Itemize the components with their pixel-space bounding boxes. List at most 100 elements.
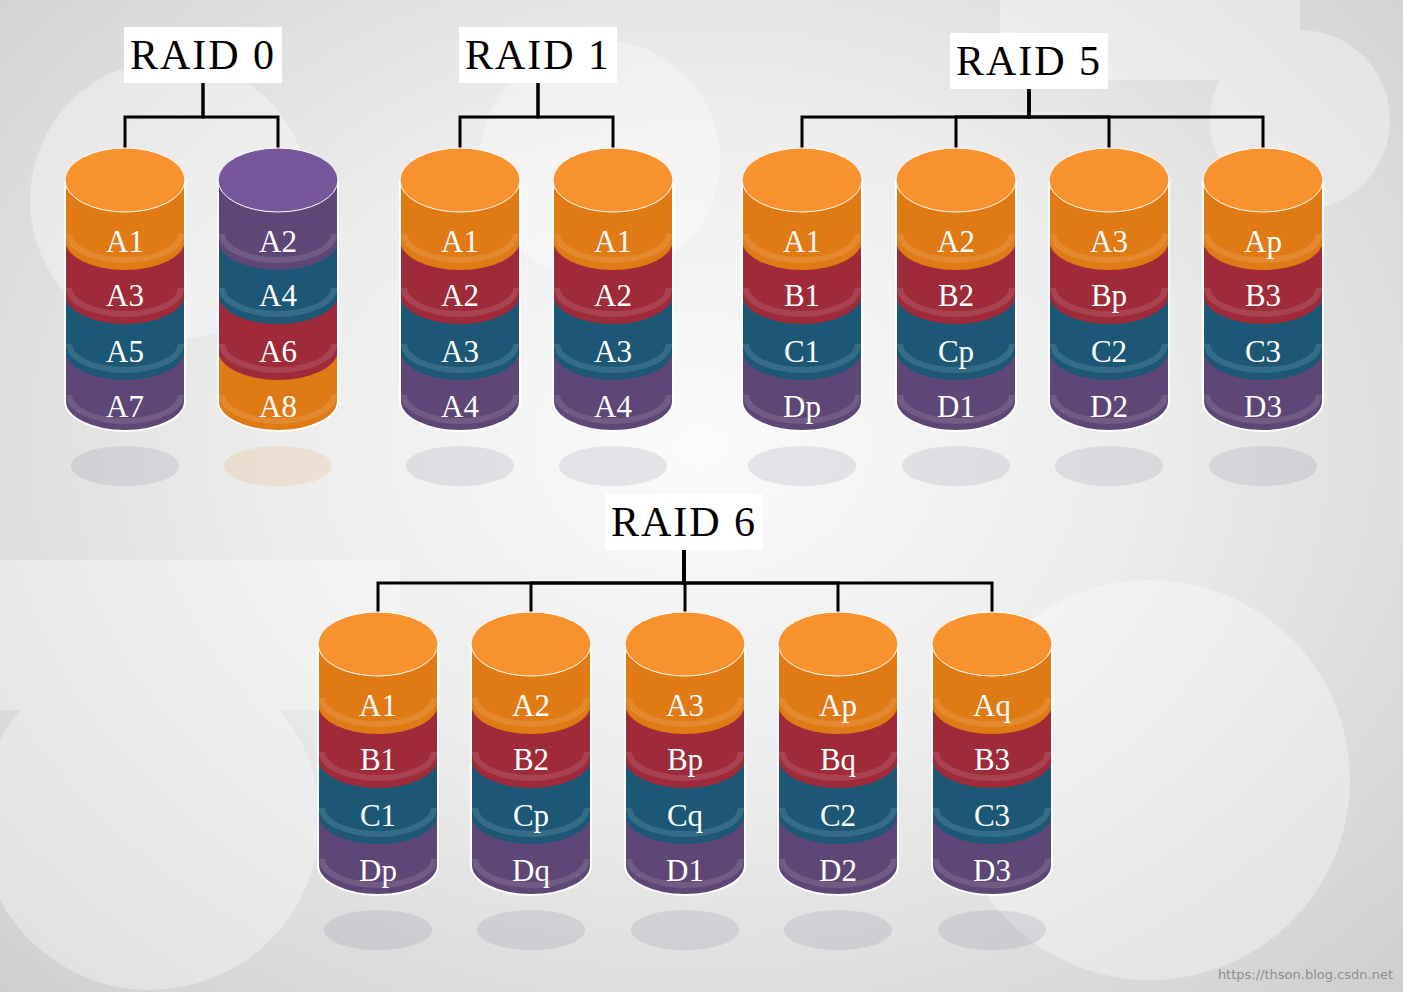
disk-top xyxy=(218,148,338,212)
disk-edge xyxy=(896,180,1016,401)
data-block: B3 xyxy=(1203,278,1323,314)
data-block: A1 xyxy=(400,224,520,260)
data-block: D2 xyxy=(1049,389,1169,425)
data-block: A2 xyxy=(471,688,591,724)
bracket-connector xyxy=(203,83,278,148)
disk-drive: ApBqC2D2 xyxy=(778,612,898,897)
raid-title-box: RAID 0 xyxy=(124,27,282,83)
data-block: A1 xyxy=(553,224,673,260)
disk-reflection xyxy=(1055,446,1163,486)
data-block: A7 xyxy=(65,389,185,425)
disk-drive: ApB3C3D3 xyxy=(1203,148,1323,433)
bracket-connector xyxy=(684,550,992,612)
data-block: Dq xyxy=(471,853,591,889)
disk-drive: A2B2CpDq xyxy=(471,612,591,897)
disk-top xyxy=(1203,148,1323,212)
disk-reflection xyxy=(406,446,514,486)
bracket-connector xyxy=(684,550,838,612)
data-block: A6 xyxy=(218,334,338,370)
disk-top xyxy=(742,148,862,212)
data-block: A3 xyxy=(1049,224,1169,260)
disk-band xyxy=(218,180,338,431)
data-block: A3 xyxy=(400,334,520,370)
disk-edge xyxy=(553,180,673,401)
disk-reflection xyxy=(631,910,739,950)
data-block: A4 xyxy=(553,389,673,425)
disk-drive: A2A4A6A8 xyxy=(218,148,338,433)
disk-band xyxy=(471,644,591,895)
disk-reflection xyxy=(559,446,667,486)
disk-reflection xyxy=(477,910,585,950)
data-block: A1 xyxy=(742,224,862,260)
watermark: https://thson.blog.csdn.net xyxy=(1218,967,1393,982)
disk-band xyxy=(896,180,1016,431)
data-block: A8 xyxy=(218,389,338,425)
bracket-connector xyxy=(538,83,613,148)
data-block: D1 xyxy=(896,389,1016,425)
disk-top xyxy=(318,612,438,676)
data-block: B1 xyxy=(318,742,438,778)
disk-edge xyxy=(625,644,745,865)
disk-edge xyxy=(778,644,898,865)
data-block: Dp xyxy=(318,853,438,889)
data-block: Dp xyxy=(742,389,862,425)
data-block: Ap xyxy=(1203,224,1323,260)
data-block: A2 xyxy=(400,278,520,314)
data-block: Ap xyxy=(778,688,898,724)
data-block: Cp xyxy=(896,334,1016,370)
disk-edge xyxy=(742,180,862,401)
disk-band xyxy=(553,180,673,431)
disk-drive: A1B1C1Dp xyxy=(742,148,862,433)
disk-reflection xyxy=(938,910,1046,950)
disk-edge xyxy=(471,644,591,865)
disk-band xyxy=(1203,180,1323,431)
data-block: Bq xyxy=(778,742,898,778)
data-block: A2 xyxy=(218,224,338,260)
data-block: D3 xyxy=(1203,389,1323,425)
data-block: A3 xyxy=(65,278,185,314)
disk-edge xyxy=(65,180,185,401)
data-block: D2 xyxy=(778,853,898,889)
disk-band xyxy=(625,644,745,895)
disk-drive: A2B2CpD1 xyxy=(896,148,1016,433)
disk-drive: AqB3C3D3 xyxy=(932,612,1052,897)
bracket-connector xyxy=(125,83,203,148)
data-block: Cp xyxy=(471,798,591,834)
disk-drive: A1A2A3A4 xyxy=(553,148,673,433)
disk-reflection xyxy=(71,446,179,486)
data-block: C1 xyxy=(318,798,438,834)
raid-title-box: RAID 5 xyxy=(950,33,1108,89)
disk-band xyxy=(742,180,862,431)
disk-band xyxy=(932,644,1052,895)
raid-title: RAID 6 xyxy=(611,496,757,548)
disk-reflection xyxy=(224,446,332,486)
disk-top xyxy=(65,148,185,212)
disk-top xyxy=(625,612,745,676)
disk-drive: A1B1C1Dp xyxy=(318,612,438,897)
disk-top xyxy=(1049,148,1169,212)
data-block: D3 xyxy=(932,853,1052,889)
data-block: A2 xyxy=(896,224,1016,260)
disk-band xyxy=(778,644,898,895)
data-block: A4 xyxy=(400,389,520,425)
data-block: Bp xyxy=(625,742,745,778)
disk-drive: A3BpCqD1 xyxy=(625,612,745,897)
data-block: Cq xyxy=(625,798,745,834)
disk-edge xyxy=(1049,180,1169,401)
disk-edge xyxy=(932,644,1052,865)
disk-band xyxy=(400,180,520,431)
data-block: Bp xyxy=(1049,278,1169,314)
disk-edge xyxy=(400,180,520,401)
disk-reflection xyxy=(324,910,432,950)
data-block: A1 xyxy=(65,224,185,260)
disk-band xyxy=(318,644,438,895)
raid-title: RAID 0 xyxy=(130,29,276,81)
disk-top xyxy=(778,612,898,676)
data-block: A3 xyxy=(553,334,673,370)
data-block: Aq xyxy=(932,688,1052,724)
data-block: A5 xyxy=(65,334,185,370)
data-block: C2 xyxy=(1049,334,1169,370)
data-block: C3 xyxy=(1203,334,1323,370)
data-block: C2 xyxy=(778,798,898,834)
